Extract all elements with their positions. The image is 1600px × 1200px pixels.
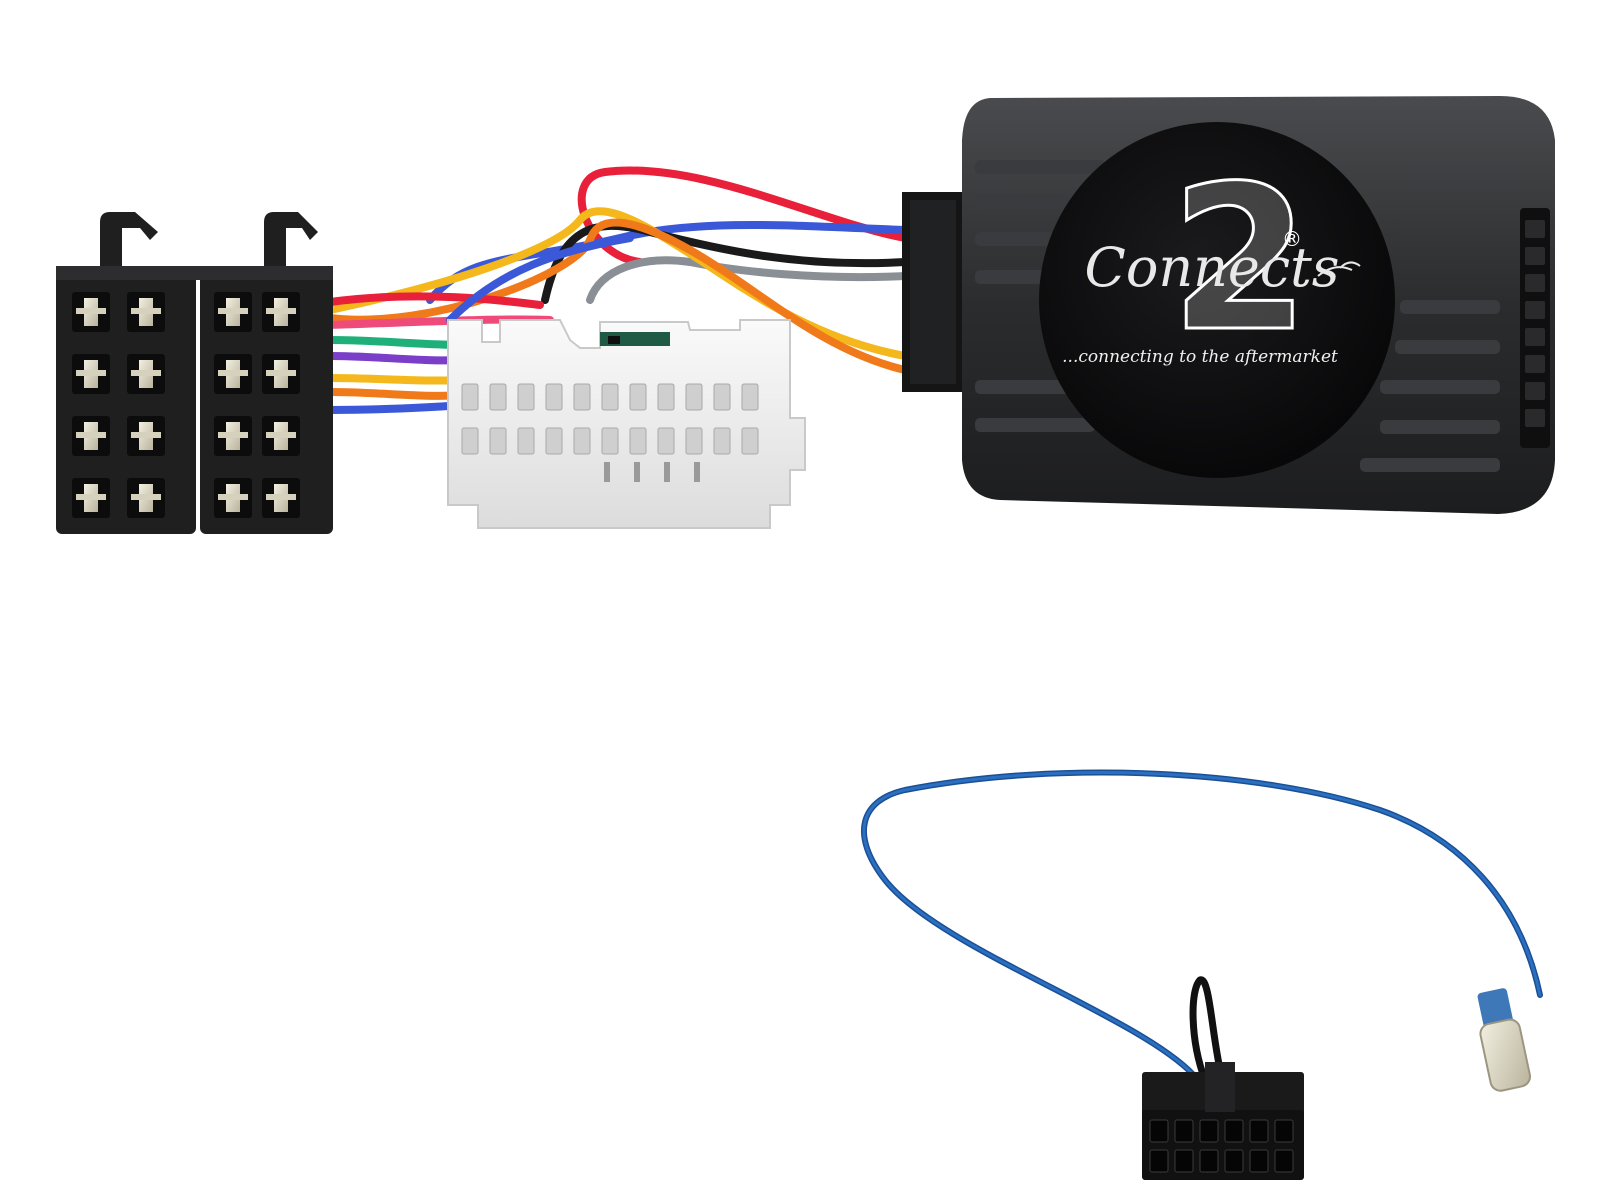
iso-connector-pair (56, 212, 333, 534)
iso-pin-cavity (214, 416, 252, 456)
plug-pin (1199, 1119, 1219, 1143)
wire-blue-lower (326, 401, 469, 414)
vehicle-pin (545, 383, 563, 411)
iso-pin-cavity (127, 354, 165, 394)
wire-grey-mid (586, 256, 909, 304)
iso-latch-right (264, 212, 318, 270)
socket-slot (1525, 328, 1545, 346)
vehicle-pin (573, 383, 591, 411)
vehicle-pin (573, 427, 591, 455)
vehicle-connector-pins (461, 383, 759, 482)
plug-pin (1149, 1119, 1169, 1143)
iso-connector-right (200, 266, 333, 534)
module-ribs (975, 160, 1500, 472)
vehicle-pin (517, 383, 535, 411)
socket-slot (1525, 355, 1545, 373)
vehicle-pin (601, 427, 619, 455)
socket-slot (1525, 382, 1545, 400)
vehicle-pin (489, 427, 507, 455)
iso-pin-cavity (72, 292, 110, 332)
vehicle-pin (741, 427, 759, 455)
socket-slot (1525, 274, 1545, 292)
iso-pin-cavity (262, 292, 300, 332)
vehicle-pin (629, 383, 647, 411)
swc-plug (1142, 1062, 1304, 1180)
iso-pin-cavity (262, 354, 300, 394)
vehicle-pin (657, 383, 675, 411)
iso-pin-cavity (262, 416, 300, 456)
vehicle-pin (601, 383, 619, 411)
plug-pin (1224, 1149, 1244, 1173)
logo-flourish (1317, 261, 1361, 277)
iso-pin-cavity (72, 478, 110, 518)
vehicle-pin (657, 427, 675, 455)
vehicle-pin-lower (694, 462, 700, 482)
plug-pin (1174, 1149, 1194, 1173)
vehicle-pin-lower (634, 462, 640, 482)
iso-pin-cavity (214, 292, 252, 332)
iso-pin-cavity (72, 416, 110, 456)
vehicle-pin (517, 427, 535, 455)
wire-green-lower (326, 336, 469, 349)
plug-pin (1224, 1119, 1244, 1143)
logo-numeral: 2 (1170, 143, 1309, 376)
iso-pin-cavity (127, 416, 165, 456)
vehicle-pin-lower (604, 462, 610, 482)
vehicle-pin (545, 427, 563, 455)
antenna-tip (1477, 988, 1531, 1092)
plug-pin (1249, 1119, 1269, 1143)
vehicle-pin (461, 383, 479, 411)
vehicle-pin (489, 383, 507, 411)
interface-module: 2 Connects ® ...connecting to the afterm… (902, 96, 1555, 514)
socket-slot (1525, 301, 1545, 319)
vehicle-pin (685, 427, 703, 455)
vehicle-pin (461, 427, 479, 455)
iso-latch-left (100, 212, 158, 270)
swc-plug-pins (1149, 1119, 1294, 1173)
blue-lead-cable (860, 769, 1543, 1084)
iso-pin-cavity (214, 354, 252, 394)
socket-slot (1525, 220, 1545, 238)
wire-orange-lower (326, 388, 469, 400)
tagline: ...connecting to the aftermarket (1062, 347, 1338, 367)
wire-blue-upper (446, 234, 634, 324)
vehicle-pin-lower (664, 462, 670, 482)
plug-pin (1199, 1149, 1219, 1173)
vehicle-pin (685, 383, 703, 411)
registered-mark: ® (1282, 227, 1302, 251)
plug-pin (1274, 1149, 1294, 1173)
logo-wordmark: Connects (1085, 236, 1340, 299)
plug-pin (1249, 1149, 1269, 1173)
module-socket-slots (1525, 220, 1545, 427)
wire-yellow-lower (326, 374, 469, 385)
iso-pin-cavity (214, 478, 252, 518)
iso-connector-left (56, 266, 196, 534)
iso-pin-cavity (72, 354, 110, 394)
wire-violet-lower (326, 352, 469, 365)
vehicle-pin (713, 383, 731, 411)
iso-pin-cavity (127, 478, 165, 518)
iso-pin-cavity (262, 478, 300, 518)
black-lead-loop (1189, 976, 1226, 1084)
vehicle-pin (741, 383, 759, 411)
socket-slot (1525, 409, 1545, 427)
iso-pin-cavity (127, 292, 165, 332)
plug-pin (1174, 1119, 1194, 1143)
wire-red-lower (326, 292, 544, 309)
plug-pin (1274, 1119, 1294, 1143)
vehicle-pin (713, 427, 731, 455)
iso-pin-cavities (72, 292, 300, 518)
vehicle-pin (629, 427, 647, 455)
plug-pin (1149, 1149, 1169, 1173)
vehicle-connector-white (447, 319, 806, 529)
socket-slot (1525, 247, 1545, 265)
logo-disc (1039, 122, 1395, 478)
